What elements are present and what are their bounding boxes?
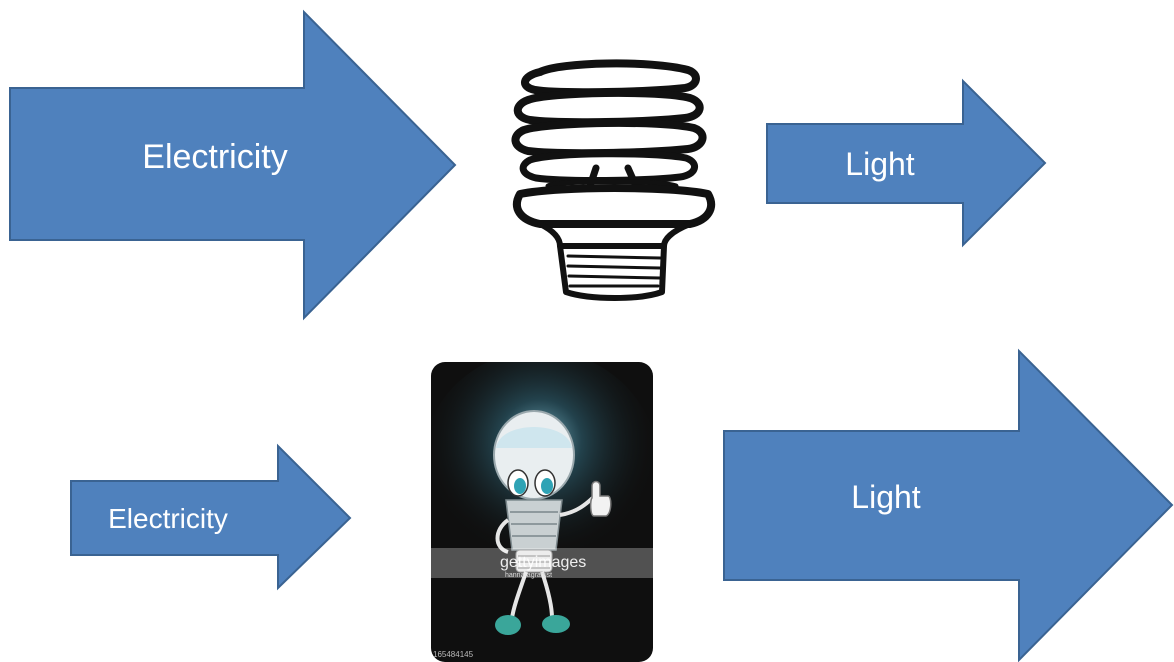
bottom-light-arrow: Light bbox=[723, 348, 1174, 662]
cfl-bulb-icon bbox=[511, 59, 716, 301]
photo-credit-watermark: hanna·agrartist bbox=[505, 572, 552, 579]
bottom-electricity-arrow: Electricity bbox=[70, 443, 352, 591]
top-light-label: Light bbox=[845, 146, 915, 182]
getty-watermark: gettyimages bbox=[500, 554, 586, 571]
photo-id-watermark: 165484145 bbox=[433, 650, 474, 659]
top-light-arrow: Light bbox=[766, 78, 1047, 248]
led-bulb-mascot-photo: gettyimages hanna·agrartist 165484145 bbox=[431, 362, 653, 662]
top-electricity-arrow: Electricity bbox=[9, 9, 457, 321]
bottom-light-label: Light bbox=[851, 479, 921, 515]
bottom-electricity-label: Electricity bbox=[108, 503, 228, 534]
top-electricity-label: Electricity bbox=[142, 138, 287, 176]
